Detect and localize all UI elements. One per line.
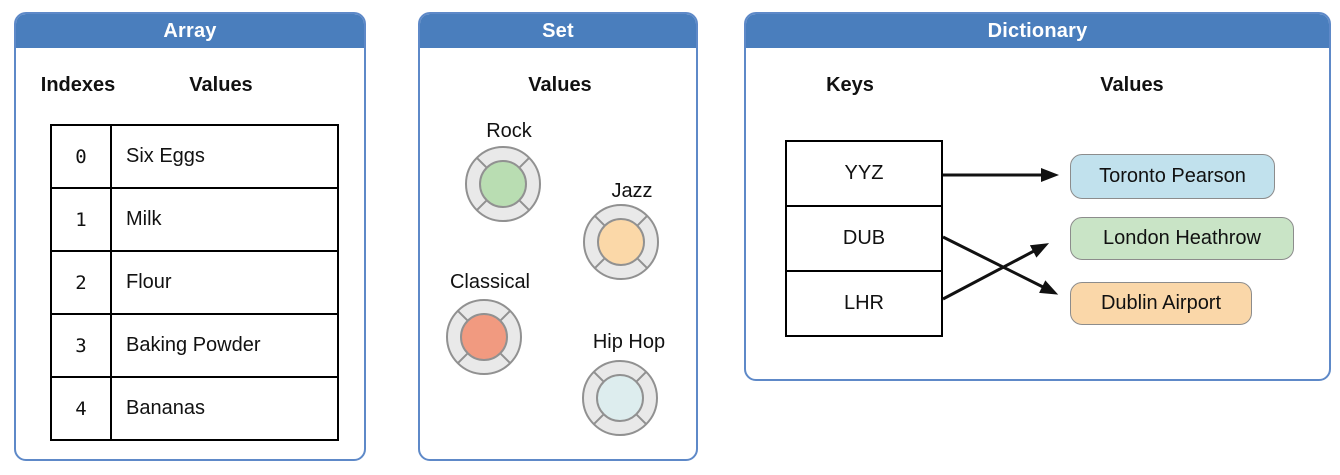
dictionary-panel-header: Dictionary	[746, 14, 1329, 48]
value-pill-toronto-pearson: Toronto Pearson	[1070, 154, 1275, 199]
array-values-column-header: Values	[189, 74, 253, 96]
value-pill-dublin-airport: Dublin Airport	[1070, 282, 1252, 325]
value-cell: Milk	[126, 208, 162, 230]
array-panel-header: Array	[16, 14, 364, 48]
value-cell: Baking Powder	[126, 334, 261, 356]
table-row: 0 Six Eggs	[52, 126, 337, 187]
ring-spoke	[636, 215, 648, 227]
table-row: 2 Flour	[52, 250, 337, 313]
value-cell: Six Eggs	[126, 145, 205, 167]
ring-spoke	[499, 310, 511, 322]
set-item-classical: Classical	[446, 271, 530, 375]
array-table: 0 Six Eggs 1 Milk 2 Flour 3 Baking Powde…	[50, 124, 339, 441]
arrow-lhr-to-london	[942, 243, 1050, 301]
record-center	[460, 313, 508, 361]
dictionary-keys-table: YYZ DUB LHR	[785, 140, 943, 337]
set-panel: Rock Jazz Classical	[418, 12, 698, 461]
table-row: 1 Milk	[52, 187, 337, 250]
ring-spoke	[594, 215, 606, 227]
ring-spoke	[457, 310, 469, 322]
ring-spoke	[476, 157, 488, 169]
ring-spoke	[518, 157, 530, 169]
ring-spoke	[635, 371, 647, 383]
key-cell: LHR	[787, 270, 941, 335]
ring-spoke	[636, 257, 648, 269]
key-cell: YYZ	[844, 162, 884, 184]
table-row: 4 Bananas	[52, 376, 337, 439]
set-item-rock: Rock	[465, 120, 541, 222]
dictionary-values-column-header: Values	[1100, 74, 1164, 96]
set-item-label: Hip Hop	[593, 331, 665, 353]
dictionary-keys-column-header: Keys	[826, 74, 874, 96]
record-center	[479, 160, 527, 208]
index-cell: 1	[52, 189, 112, 250]
ring-spoke	[593, 413, 605, 425]
ring-spoke	[476, 199, 488, 211]
set-values-column-header: Values	[528, 74, 592, 96]
ring-spoke	[594, 257, 606, 269]
value-pill-london-heathrow: London Heathrow	[1070, 217, 1294, 260]
set-item-hip-hop: Hip Hop	[582, 331, 665, 436]
set-item-jazz: Jazz	[583, 180, 659, 280]
key-cell: DUB	[787, 205, 941, 270]
dictionary-panel-title: Dictionary	[987, 19, 1088, 42]
array-panel: Array Indexes Values 0 Six Eggs 1 Milk 2…	[14, 12, 366, 461]
ring-spoke	[593, 371, 605, 383]
ring-spoke	[635, 413, 647, 425]
value-cell: Bananas	[126, 397, 205, 419]
index-cell: 2	[52, 252, 112, 313]
ring-spoke	[457, 352, 469, 364]
set-items-canvas: Rock Jazz Classical	[446, 120, 665, 436]
record-center	[596, 374, 644, 422]
set-item-label: Rock	[486, 120, 533, 142]
ring-spoke	[518, 199, 530, 211]
record-center	[597, 218, 645, 266]
ring-spoke	[499, 352, 511, 364]
arrow-dub-to-dublin	[942, 235, 1059, 295]
dictionary-panel: Dictionary Keys Values YYZ DUB LHR Toron…	[744, 12, 1331, 381]
set-panel-header: Set	[420, 14, 696, 48]
array-panel-title: Array	[163, 19, 217, 42]
mapping-arrows	[942, 168, 1059, 301]
array-indexes-column-header: Indexes	[40, 74, 116, 96]
set-item-label: Jazz	[611, 180, 652, 202]
index-cell: 3	[52, 315, 112, 376]
table-row: 3 Baking Powder	[52, 313, 337, 376]
set-panel-title: Set	[542, 19, 574, 42]
index-cell: 0	[52, 126, 112, 187]
index-cell: 4	[52, 378, 112, 439]
set-item-label: Classical	[450, 271, 530, 293]
value-cell: Flour	[126, 271, 172, 293]
